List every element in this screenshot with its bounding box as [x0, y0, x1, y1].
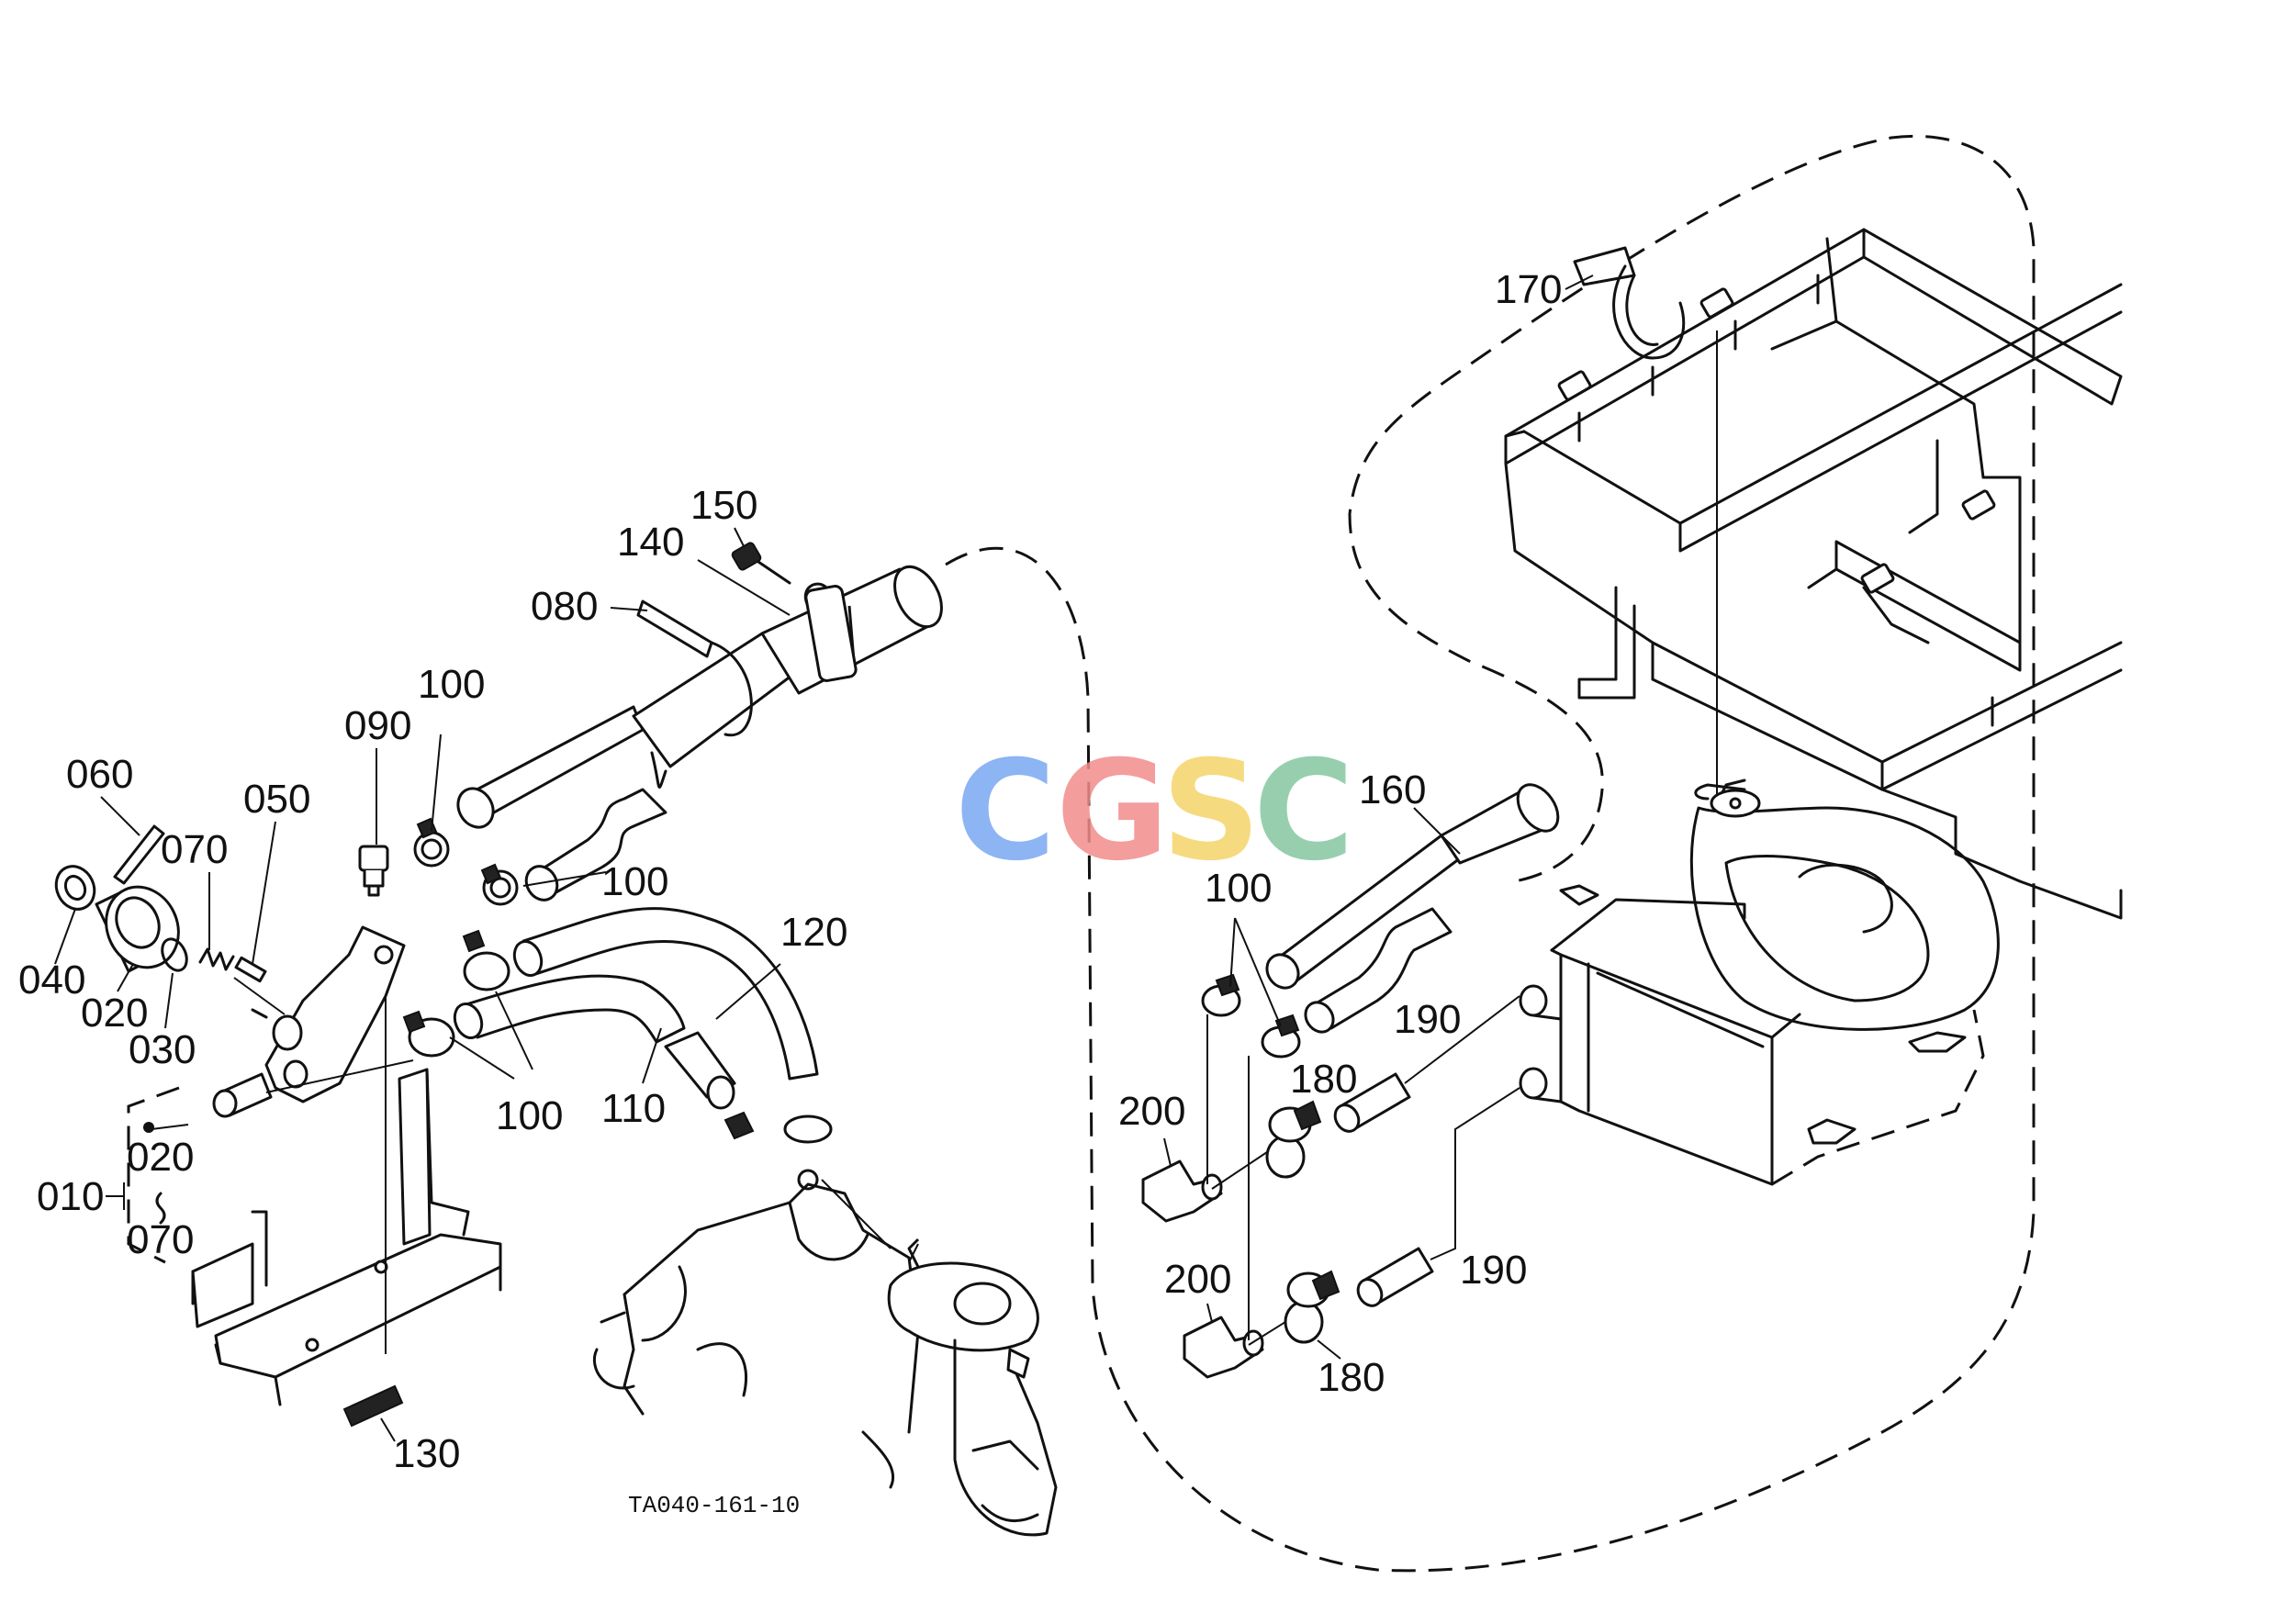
- valve-bracket-assembly: [54, 824, 502, 1406]
- watermark-letter-3: S: [1161, 732, 1261, 891]
- callout-200-upper: 200: [1118, 1089, 1185, 1134]
- frame-assembly: [1504, 228, 2123, 920]
- engine-block: [592, 1179, 1058, 1537]
- callout-170: 170: [1495, 267, 1562, 312]
- bracket-010-dashed: [127, 1086, 180, 1264]
- callout-190-lower: 190: [1460, 1248, 1527, 1293]
- heater-unit: [1519, 778, 2000, 1186]
- callout-080: 080: [531, 584, 598, 629]
- watermark-letter-4: C: [1253, 732, 1354, 891]
- callout-160: 160: [1359, 767, 1426, 812]
- callout-020-upper: 020: [81, 991, 148, 1036]
- right-hoses: [1141, 783, 1560, 1379]
- callout-010: 010: [37, 1174, 104, 1219]
- callout-200-lower: 200: [1164, 1257, 1231, 1302]
- drawing-code: TA040-161-10: [628, 1492, 800, 1519]
- callout-120: 120: [780, 910, 847, 955]
- callout-070-upper: 070: [161, 827, 228, 872]
- callout-060: 060: [66, 752, 133, 797]
- callout-100-upper-left: 100: [418, 662, 485, 707]
- part-130-clip: [342, 1384, 404, 1428]
- callout-110: 110: [601, 1086, 666, 1131]
- callout-100-mid-left: 100: [601, 859, 668, 904]
- callout-190-upper: 190: [1394, 997, 1461, 1042]
- middle-hoses: [402, 907, 833, 1191]
- part-170-band: [1573, 246, 1686, 360]
- callout-180-upper: 180: [1290, 1057, 1357, 1102]
- callout-100-right: 100: [1205, 866, 1272, 911]
- callout-140: 140: [617, 520, 684, 565]
- callout-130: 130: [393, 1431, 460, 1476]
- callout-180-lower: 180: [1318, 1355, 1385, 1400]
- callout-020-lower: 020: [127, 1135, 194, 1180]
- callout-100-lower-left: 100: [496, 1093, 563, 1138]
- callout-150: 150: [690, 483, 757, 528]
- watermark-letter-1: C: [955, 732, 1056, 891]
- callout-070-lower: 070: [127, 1217, 194, 1262]
- callout-090: 090: [344, 703, 411, 748]
- watermark-logo: C G S C: [955, 732, 1354, 891]
- watermark-letter-2: G: [1056, 732, 1169, 891]
- callout-030: 030: [129, 1027, 196, 1072]
- callout-050: 050: [243, 777, 310, 822]
- callout-labels: 060 070 050 090 100 100 040 020 030 020 …: [18, 267, 1594, 1519]
- callout-040: 040: [18, 958, 85, 1002]
- upper-heater-hoses: [413, 542, 943, 906]
- compartment-outline: [945, 134, 2036, 1573]
